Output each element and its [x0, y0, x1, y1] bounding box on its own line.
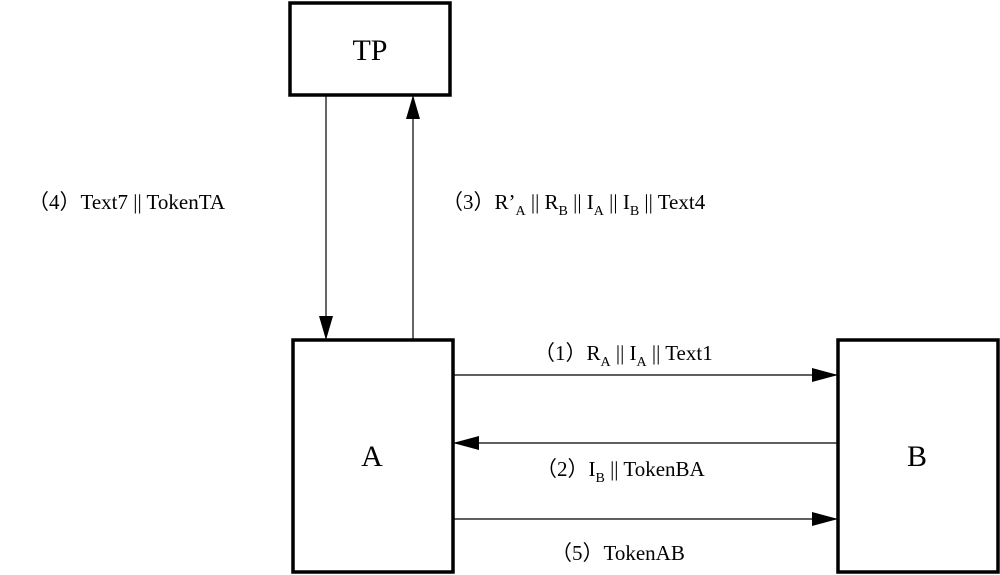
message-4-label: （4）Text7 || TokenTA [28, 190, 226, 214]
message-2-label: （2）IB || TokenBA [536, 457, 706, 486]
a-box [291, 338, 455, 574]
tp-box [288, 1, 452, 97]
tp-label: TP [352, 34, 387, 67]
a-label: A [361, 440, 383, 473]
message-1-label: （1）RA || IA || Text1 [534, 341, 713, 370]
message-3-label: （3）R’A || RB || IA || IB || Text4 [442, 190, 706, 219]
message-5-label: （5）TokenAB [551, 541, 685, 565]
b-box [836, 338, 1000, 574]
b-label: B [907, 440, 927, 473]
